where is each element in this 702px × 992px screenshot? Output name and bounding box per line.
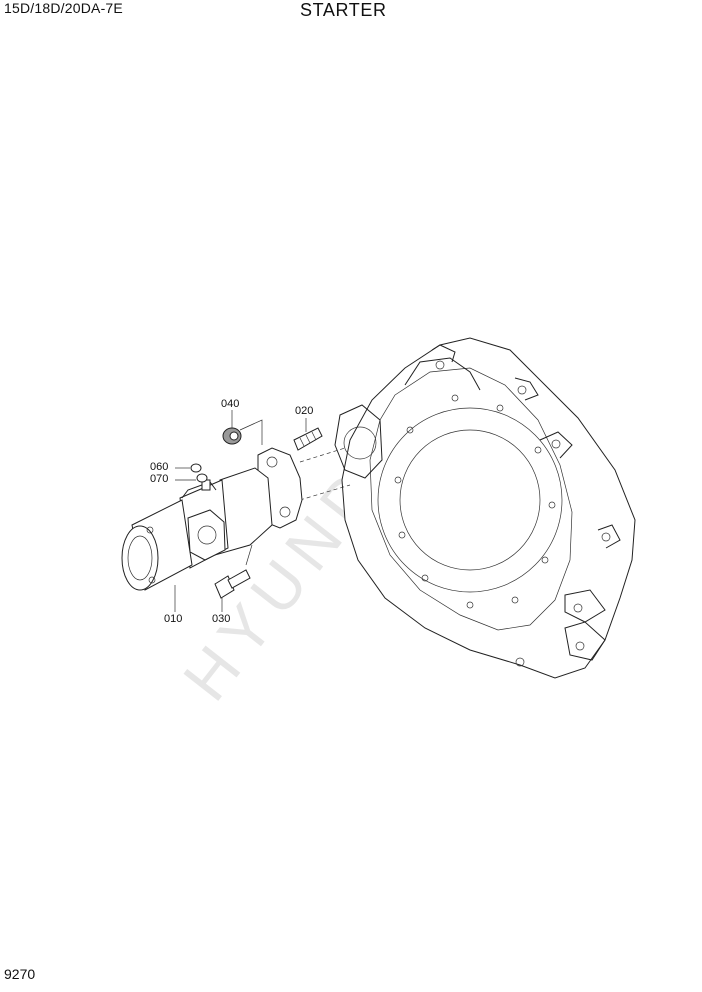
callout-070: 070	[150, 473, 168, 485]
nut-070	[196, 473, 208, 483]
callout-020: 020	[295, 405, 313, 417]
bolt-030	[214, 569, 251, 599]
callout-010: 010	[164, 613, 182, 625]
page-title: STARTER	[300, 0, 387, 20]
callout-030: 030	[212, 613, 230, 625]
starter-motor	[121, 447, 303, 591]
callout-060: 060	[150, 461, 168, 473]
page-number: 9270	[4, 966, 36, 982]
nut-040	[222, 427, 242, 445]
stud-bolt-020	[293, 427, 323, 451]
callout-040: 040	[221, 398, 239, 410]
washer-060	[190, 463, 202, 473]
flywheel-housing	[334, 337, 636, 679]
model-number: 15D/18D/20DA-7E	[4, 0, 123, 16]
